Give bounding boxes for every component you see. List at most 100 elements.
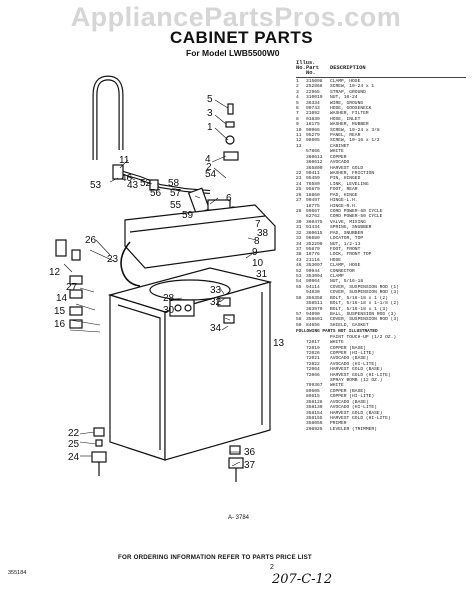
part-number: 94114	[306, 284, 320, 290]
callout-52: 52	[140, 178, 152, 189]
callout-6: 6	[226, 193, 232, 204]
part-number: 94090	[306, 311, 320, 317]
part-number: 91434	[306, 225, 320, 231]
part-illus-no: 5	[296, 100, 299, 106]
callout-16: 16	[54, 319, 66, 330]
callout-33: 33	[210, 285, 222, 296]
part-illus-no: 22	[296, 171, 302, 177]
extra-part-description: COPPER (HI-LITE)	[330, 394, 375, 400]
part-illus-no: 55	[296, 284, 302, 290]
extra-part-number: 208925	[306, 426, 323, 432]
extra-part-number: 358155	[306, 416, 323, 421]
part-description: SHIELD, GASKET	[330, 322, 369, 328]
extra-part-description: WHITE	[330, 340, 344, 346]
part-illus-no: 13	[296, 143, 302, 149]
part-description: HINGE-R.H.	[330, 203, 358, 209]
callouts: 5 3 1 11 4 46 43 53 52 2 56 58 54 57 55 …	[49, 94, 285, 471]
part-description: BOLT, 5/16-18 x 1 (3)	[330, 306, 388, 312]
callout-54: 54	[205, 169, 217, 180]
part-illus-no: 11	[296, 133, 302, 139]
extra-part-description: COPPER (BASE)	[330, 345, 366, 351]
part-illus-no: 53	[296, 274, 302, 280]
callout-26: 26	[85, 235, 97, 246]
part-description: HOSE, GOOSENECK	[330, 105, 372, 111]
callout-28: 28	[163, 293, 175, 304]
part-description: SPRING, SNUBBER	[330, 225, 372, 231]
part-number: 21092	[306, 111, 320, 117]
part-description: BOLT, 5/16-18 x 1-1/8 (2)	[330, 301, 399, 307]
gooseneck-hose	[92, 75, 124, 160]
part-number: 90497	[306, 198, 320, 204]
part-row: 383970 BOLT, 5/16-18 x 1 (3)	[296, 307, 466, 312]
part-description: HOSE, INLET	[330, 116, 361, 122]
part-description: LOCATOR, TOP	[330, 236, 364, 242]
part-number: 16175	[306, 122, 320, 128]
callout-53: 53	[90, 180, 102, 191]
part-description: COVER, SUSPENSION ROD (1)	[330, 284, 399, 290]
part-description: WASHER, FRICTION	[330, 171, 375, 177]
part-illus-no: 3	[296, 89, 299, 95]
part-description: WHITE	[330, 149, 344, 155]
extra-part-number: 799367	[306, 383, 323, 389]
extra-part-row: PAINT TOUCH-UP (1/2 OZ.)	[296, 335, 466, 340]
part-illus-no: 23	[296, 176, 302, 182]
part-description: SCREW, 10-24 x 1	[330, 84, 375, 90]
callout-25: 25	[68, 439, 80, 450]
part-illus-no: 54	[296, 279, 302, 285]
callout-58: 58	[168, 178, 180, 189]
part-number: 18776	[306, 252, 320, 258]
callout-4: 4	[205, 154, 211, 165]
part-illus-no: 8	[296, 116, 299, 122]
part-illus-no: 4	[296, 95, 299, 101]
part-description: COVER, SUSPENSION ROD (3)	[330, 317, 399, 323]
part-illus-no: 59	[296, 322, 302, 328]
part-illus-no: 24	[296, 181, 302, 187]
callout-24: 24	[68, 452, 80, 463]
callout-3: 3	[207, 108, 213, 119]
part-illus-no: 7	[296, 111, 299, 117]
part-number: 90964	[306, 279, 320, 285]
extra-part-description: WHITE	[330, 383, 344, 389]
part-number: 98605	[306, 138, 320, 144]
extra-part-description: SPRAY BOMB (12 OZ.)	[330, 378, 383, 384]
ordering-note: FOR ORDERING INFORMATION REFER TO PARTS …	[118, 554, 312, 561]
part-number: 383970	[306, 306, 323, 312]
part-description: LINK, LEVELING	[330, 181, 369, 187]
header-illus: Illus.	[296, 60, 316, 66]
callout-36: 36	[244, 447, 256, 458]
callout-15: 15	[54, 306, 66, 317]
part-description: WASHER, RUBBER	[330, 122, 369, 128]
callout-11: 11	[119, 155, 130, 166]
part-number: 95879	[306, 187, 320, 193]
part-description: NUT, 10-24	[330, 95, 358, 101]
extra-part-description: HARVEST GOLD (BASE)	[330, 367, 383, 373]
part-number: 96689	[306, 236, 320, 242]
part-illus-no: 28	[296, 208, 302, 214]
part-description: STRAP, GROUND	[330, 89, 366, 95]
